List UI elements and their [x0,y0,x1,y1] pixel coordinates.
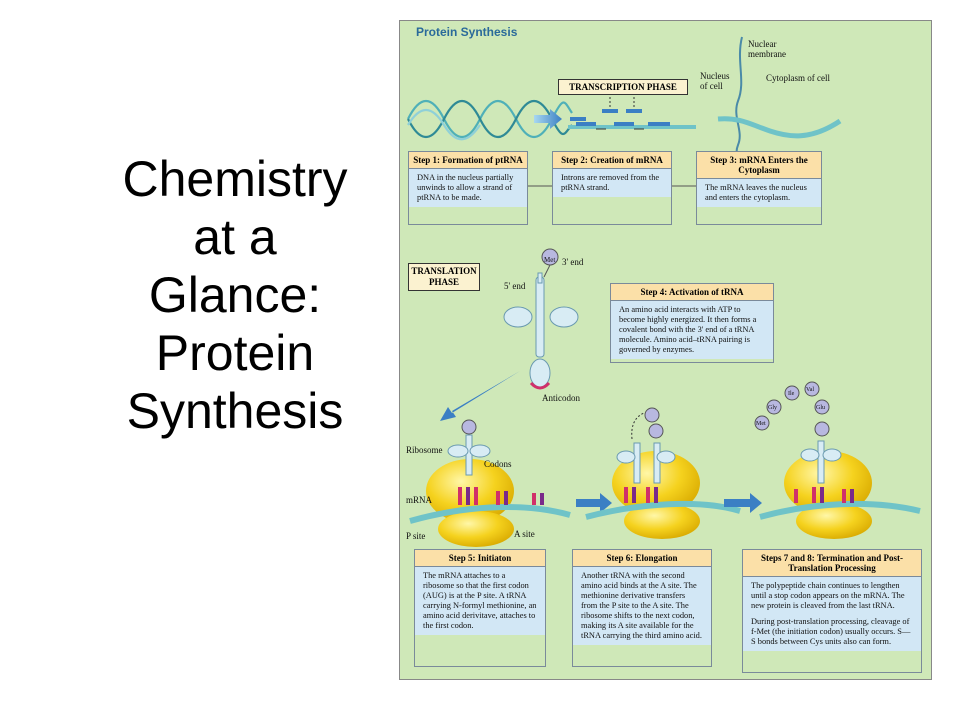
nuclear-membrane-label: Nuclear membrane [748,39,786,59]
step-4-box: Step 4: Activation of tRNA An amino acid… [610,283,774,363]
slide-title-line: Protein [155,325,315,381]
met-label: Met [544,256,556,264]
p-site-label: P site [406,531,426,541]
anticodon-loop [529,381,551,390]
step-2-box: Step 2: Creation of mRNA Introns are rem… [552,151,672,225]
diagram-artwork [407,36,921,547]
a-site-label: A site [514,529,535,539]
three-prime-end-label: 3' end [562,257,584,267]
arrow-elongation-to-termination [724,493,762,513]
step-3-body: The mRNA leaves the nucleus and enters t… [697,179,821,207]
slide-title: Chemistry at a Glance: Protein Synthesis [70,150,400,440]
step-3-title: Step 3: mRNA Enters the Cytoplasm [697,152,821,179]
step-6-body: Another tRNA with the second amino acid … [573,567,711,645]
anticodon-label: Anticodon [542,393,580,403]
step-1-title: Step 1: Formation of ptRNA [409,152,527,169]
slide-title-line: Synthesis [126,383,344,439]
step-2-body: Introns are removed from the ptRNA stran… [553,169,671,197]
amino-acid-label: Gly [768,405,777,411]
step-1-body: DNA in the nucleus partially unwinds to … [409,169,527,207]
step-2-title: Step 2: Creation of mRNA [553,152,671,169]
step-3-box: Step 3: mRNA Enters the Cytoplasm The mR… [696,151,822,225]
cytoplasm-of-cell-label: Cytoplasm of cell [766,73,830,83]
step-6-box: Step 6: Elongation Another tRNA with the… [572,549,712,667]
slide-title-line: at a [193,209,277,265]
step-5-title: Step 5: Initiaton [415,550,545,567]
mrna-leaving-nucleus [717,116,842,139]
codons-label: Codons [484,459,512,469]
figure-title: Protein Synthesis [416,25,518,39]
nucleus-of-cell-label: Nucleus of cell [700,71,730,91]
steps-7-8-box: Steps 7 and 8: Termination and Post-Tran… [742,549,922,673]
slide-title-line: Glance: [148,267,322,323]
step-1-box: Step 1: Formation of ptRNA DNA in the nu… [408,151,528,225]
amino-acid-label: Glu [816,405,825,411]
mrna-label: mRNA [406,495,433,505]
ribosome-termination [754,381,921,539]
step-6-title: Step 6: Elongation [573,550,711,567]
five-prime-end-label: 5' end [504,281,526,291]
step-4-body: An amino acid interacts with ATP to beco… [611,301,773,359]
amino-acid-label: Val [806,387,814,393]
arrow-dna-to-rna [534,109,562,129]
arrow-initiation-to-elongation [576,493,612,513]
ribosome-elongation [585,407,741,539]
ribosome-initiation [409,419,571,547]
steps-7-8-title: Steps 7 and 8: Termination and Post-Tran… [743,550,921,577]
slide-title-line: Chemistry [122,151,348,207]
steps-7-8-body: The polypeptide chain continues to lengt… [743,577,921,651]
ptrna-strand [568,93,696,130]
trna-cloverleaf [503,272,579,388]
amino-acid-label: Met [756,421,766,427]
transcription-phase-label: TRANSCRIPTION PHASE [558,79,688,95]
step-4-title: Step 4: Activation of tRNA [611,284,773,301]
step-5-box: Step 5: Initiaton The mRNA attaches to a… [414,549,546,667]
nuclear-membrane [735,36,743,168]
step-5-body: The mRNA attaches to a ribosome so that … [415,567,545,635]
ribosome-label: Ribosome [406,445,443,455]
arrow-trna-to-ribosome [440,371,520,421]
translation-phase-label: TRANSLATION PHASE [408,263,480,291]
amino-acid-label: Ile [788,391,795,397]
protein-synthesis-figure: Protein Synthesis Nuclear membrane Nucle… [399,20,932,680]
